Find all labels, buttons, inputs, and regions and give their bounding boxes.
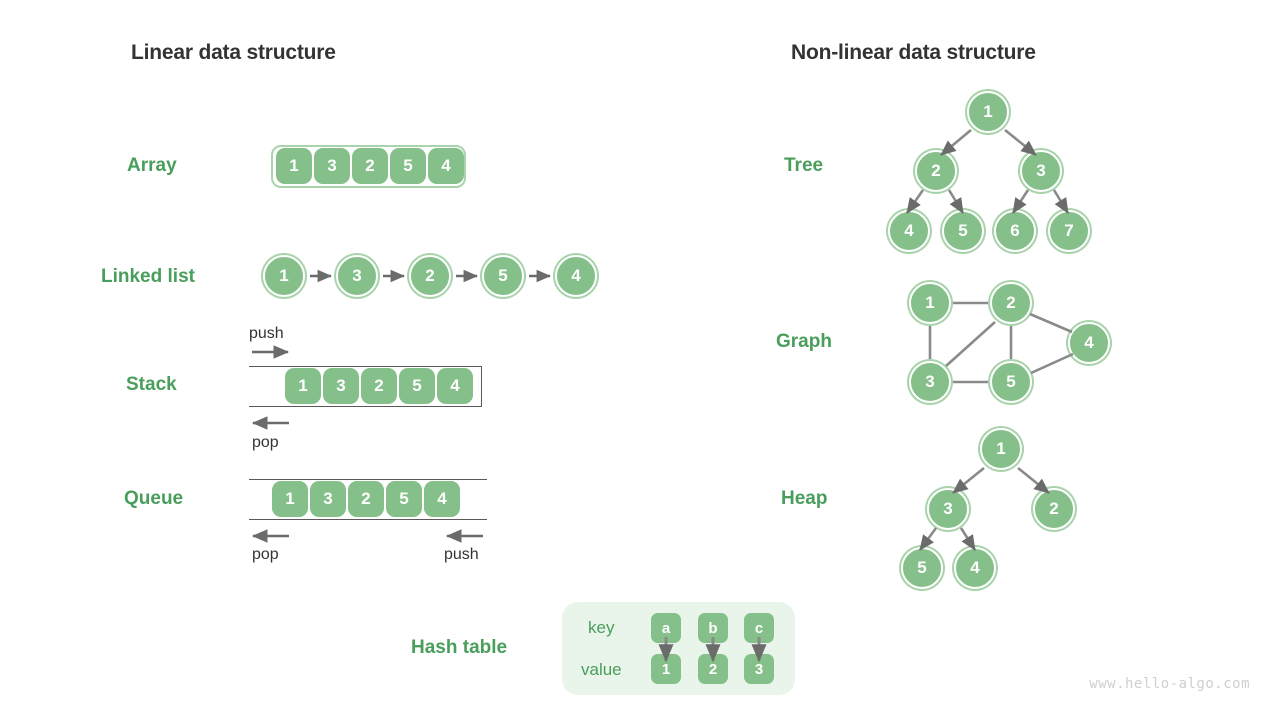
linked-list-node: 5: [482, 255, 524, 297]
label-graph: Graph: [776, 331, 832, 352]
linked-list-node: 4: [555, 255, 597, 297]
hash-table-value-label: value: [581, 660, 622, 679]
heap-node: 2: [1033, 488, 1075, 530]
heap-node: 4: [954, 547, 996, 589]
tree-node: 6: [994, 210, 1036, 252]
hash-table-value-cell: 1: [651, 654, 681, 684]
tree-node: 5: [942, 210, 984, 252]
hash-table-key-cell: b: [698, 613, 728, 643]
tree-node: 2: [915, 150, 957, 192]
stack-cell: 4: [437, 368, 473, 404]
label-heap: Heap: [781, 488, 828, 509]
tree-node: 3: [1020, 150, 1062, 192]
array-cell: 3: [314, 148, 350, 184]
queue-push-label: push: [444, 546, 479, 563]
watermark-url: www.hello-algo.com: [1089, 676, 1250, 692]
hash-table-value-cell: 3: [744, 654, 774, 684]
label-queue: Queue: [124, 488, 184, 509]
hash-table-key-label: key: [588, 618, 615, 637]
heading-nonlinear-data-structure: Non-linear data structure: [791, 41, 1036, 64]
stack-cell: 1: [285, 368, 321, 404]
heap-node: 1: [980, 428, 1022, 470]
hash-table-key-cell: c: [744, 613, 774, 643]
linked-list-node: 1: [263, 255, 305, 297]
stack-cell: 3: [323, 368, 359, 404]
tree-node: 7: [1048, 210, 1090, 252]
graph-node: 4: [1068, 322, 1110, 364]
heap-node: 5: [901, 547, 943, 589]
graph-node: 1: [909, 282, 951, 324]
tree-node: 4: [888, 210, 930, 252]
label-array: Array: [127, 155, 177, 176]
array-container: [271, 145, 466, 188]
stack-pop-label: pop: [252, 434, 279, 451]
queue-cell: 3: [310, 481, 346, 517]
label-hash-table: Hash table: [411, 637, 508, 658]
array-cell: 5: [390, 148, 426, 184]
hash-table-value-cell: 2: [698, 654, 728, 684]
queue-cell: 1: [272, 481, 308, 517]
heap-node: 3: [927, 488, 969, 530]
queue-cell: 5: [386, 481, 422, 517]
stack-cell: 5: [399, 368, 435, 404]
hash-table-key-cell: a: [651, 613, 681, 643]
label-linked-list: Linked list: [101, 266, 195, 287]
graph-node: 2: [990, 282, 1032, 324]
linked-list-node: 2: [409, 255, 451, 297]
stack-push-label: push: [249, 325, 284, 342]
heading-linear-data-structure: Linear data structure: [131, 41, 336, 64]
array-cell: 2: [352, 148, 388, 184]
queue-pop-label: pop: [252, 546, 279, 563]
stack-cell: 2: [361, 368, 397, 404]
linked-list-node: 3: [336, 255, 378, 297]
queue-cell: 2: [348, 481, 384, 517]
tree-node: 1: [967, 91, 1009, 133]
queue-cell: 4: [424, 481, 460, 517]
graph-node: 5: [990, 361, 1032, 403]
label-tree: Tree: [784, 155, 824, 176]
array-cell: 1: [276, 148, 312, 184]
array-cell: 4: [428, 148, 464, 184]
label-stack: Stack: [126, 374, 177, 395]
graph-node: 3: [909, 361, 951, 403]
